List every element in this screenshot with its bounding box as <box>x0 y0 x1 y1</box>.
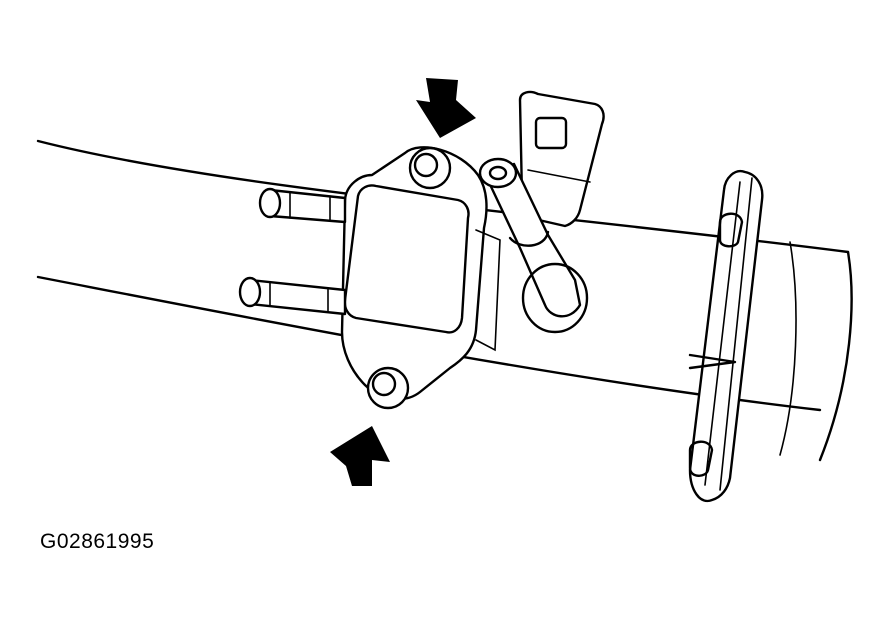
pipe-end-rim <box>818 250 853 462</box>
flange-bolt-bottom <box>688 440 714 477</box>
sensor-bolt-bottom <box>366 366 410 410</box>
sensor-port-lower <box>238 276 347 316</box>
sensor-face <box>343 184 470 334</box>
hose-port-boss <box>521 262 589 334</box>
arrow-top-icon <box>416 78 476 138</box>
alignment-pin <box>688 353 737 370</box>
sensor-port-upper <box>258 187 347 224</box>
sensor-body <box>340 146 501 410</box>
hose-nipple-top <box>478 157 518 189</box>
end-flange <box>688 169 764 503</box>
bracket-square-hole <box>534 116 568 150</box>
flange-bolt-top <box>718 212 744 248</box>
arrow-bottom-icon <box>330 426 390 486</box>
vacuum-hose <box>478 157 589 334</box>
figure-id-label: G02861995 <box>40 530 155 553</box>
sensor-bolt-top <box>408 146 452 190</box>
